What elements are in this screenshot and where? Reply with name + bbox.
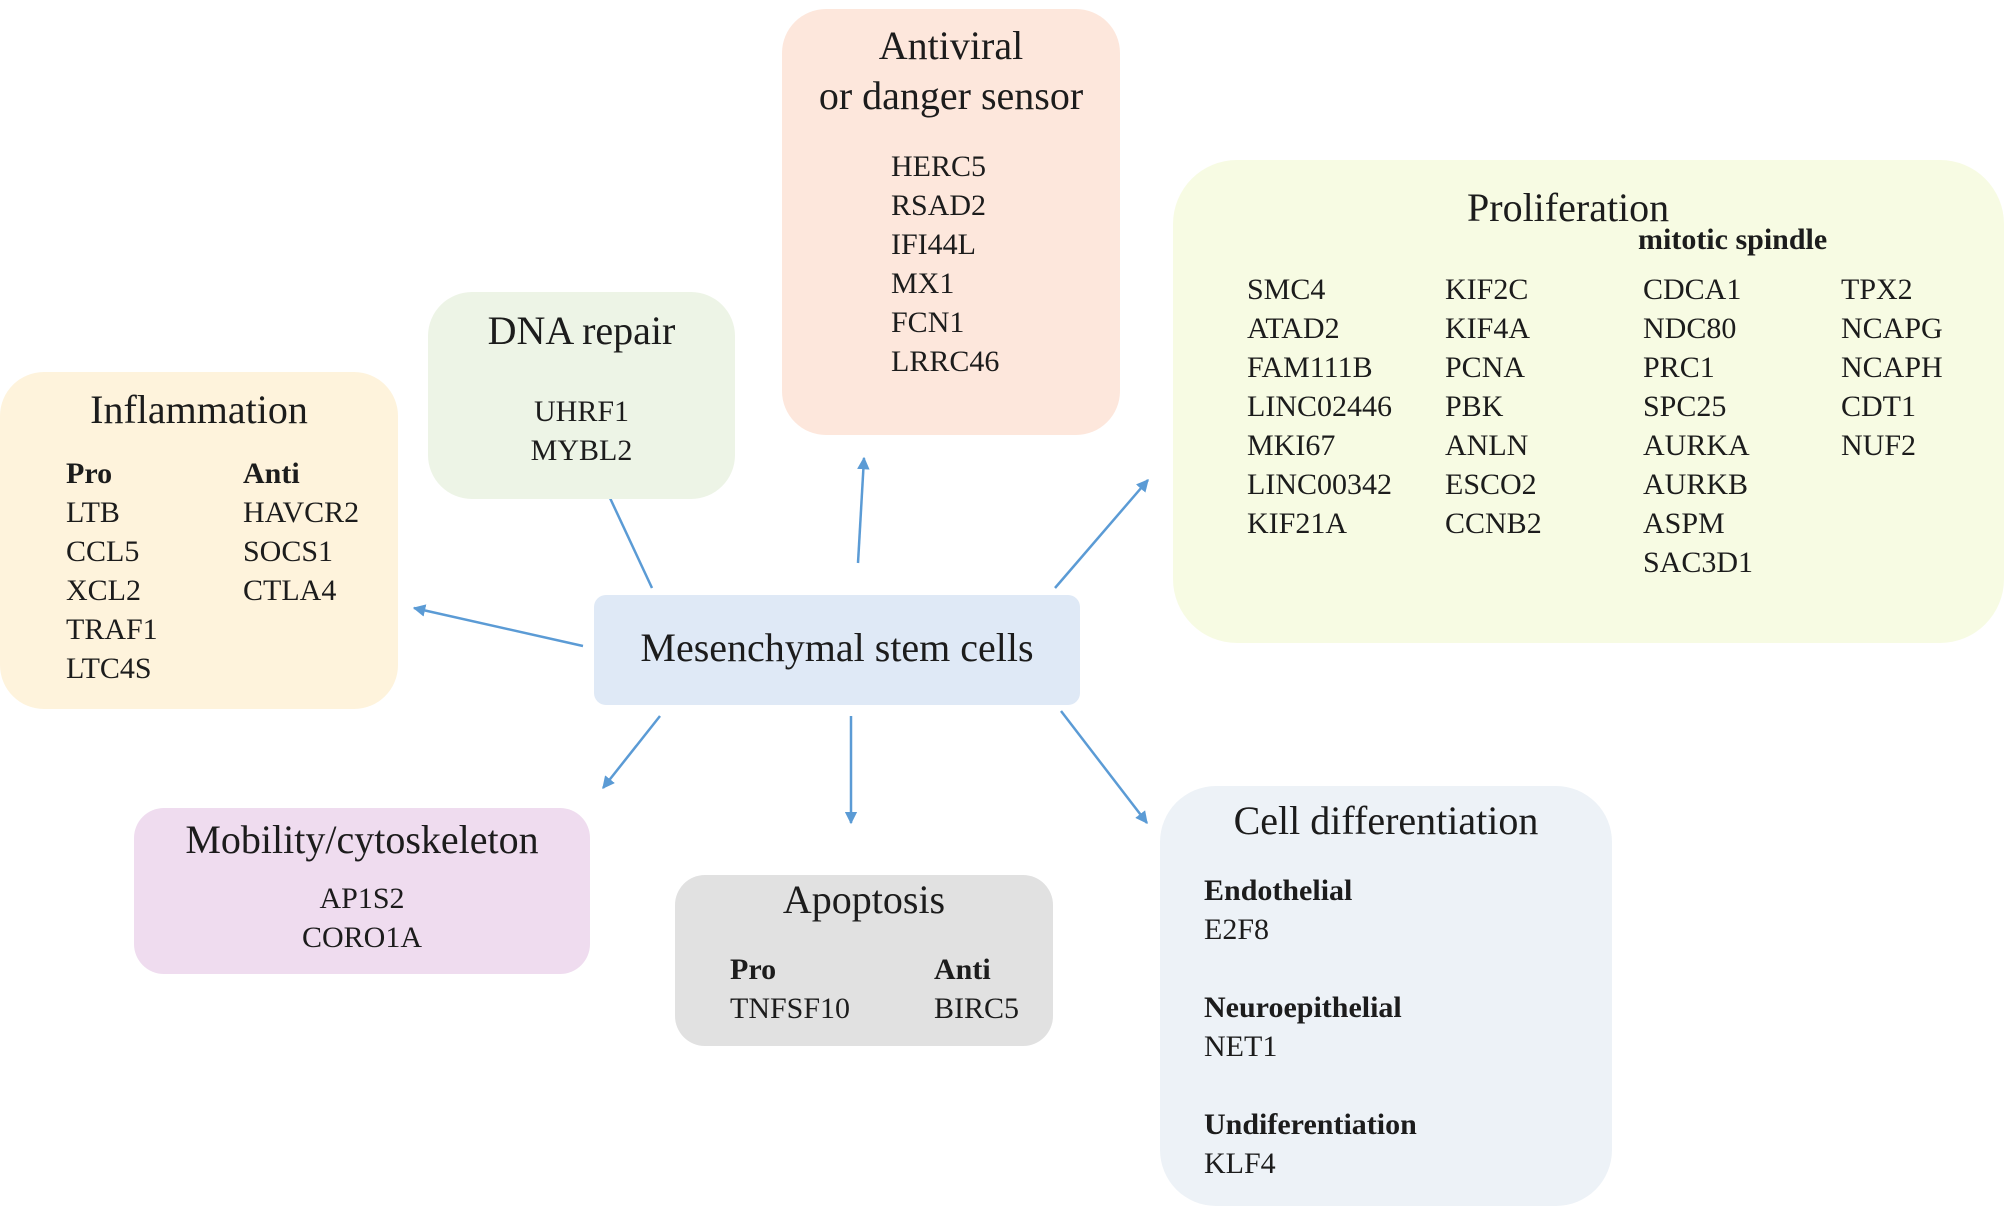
- proliferation-column-1: SMC4 ATAD2 FAM111B LINC02446 MKI67 LINC0…: [1247, 270, 1392, 543]
- gene: LINC00342: [1247, 468, 1392, 501]
- gene: MKI67: [1247, 429, 1336, 462]
- gene: PCNA: [1445, 351, 1526, 384]
- gene: IFI44L: [891, 228, 976, 261]
- gene: HAVCR2: [243, 496, 360, 529]
- arrow-to-inflammation: [412, 604, 584, 648]
- antiviral-box: Antiviral or danger sensor HERC5 RSAD2 I…: [782, 9, 1120, 435]
- differentiation-group-header: Neuroepithelial: [1204, 991, 1402, 1024]
- gene: TRAF1: [66, 613, 158, 646]
- proliferation-column-3: CDCA1 NDC80 PRC1 SPC25 AURKA AURKB ASPM …: [1643, 270, 1753, 582]
- gene: CDCA1: [1643, 273, 1742, 306]
- gene: UHRF1: [533, 395, 630, 428]
- gene: CDT1: [1841, 390, 1916, 423]
- gene: ATAD2: [1247, 312, 1340, 345]
- differentiation-title: Cell differentiation: [1233, 798, 1539, 843]
- gene: RSAD2: [891, 189, 987, 222]
- inflammation-pro-header: Pro: [66, 457, 113, 490]
- gene: LRRC46: [891, 345, 1000, 378]
- gene: ESCO2: [1445, 468, 1537, 501]
- inflammation-box: Inflammation Pro LTB CCL5 XCL2 TRAF1 LTC…: [0, 372, 398, 709]
- mobility-box: Mobility/cytoskeleton AP1S2 CORO1A: [134, 808, 590, 974]
- gene: CTLA4: [243, 574, 337, 607]
- apoptosis-pro-header: Pro: [730, 953, 777, 986]
- gene: NDC80: [1643, 312, 1737, 345]
- gene: SMC4: [1247, 273, 1326, 306]
- proliferation-title: Proliferation: [1467, 185, 1670, 230]
- gene: SOCS1: [243, 535, 334, 568]
- gene: NUF2: [1841, 429, 1917, 462]
- mobility-gene-list: AP1S2 CORO1A: [134, 879, 590, 957]
- proliferation-box: Proliferation mitotic spindle SMC4 ATAD2…: [1173, 160, 2004, 643]
- proliferation-column-4: TPX2 NCAPG NCAPH CDT1 NUF2: [1841, 270, 1943, 465]
- gene: E2F8: [1204, 913, 1270, 946]
- gene: NET1: [1204, 1030, 1278, 1063]
- inflammation-anti-header: Anti: [243, 457, 300, 490]
- apoptosis-pro-column: Pro TNFSF10: [730, 950, 850, 1028]
- apoptosis-anti-header: Anti: [934, 953, 991, 986]
- gene: SAC3D1: [1643, 546, 1754, 579]
- inflammation-title: Inflammation: [90, 387, 308, 432]
- gene: CCL5: [66, 535, 140, 568]
- gene: KIF21A: [1247, 507, 1348, 540]
- differentiation-group-header: Undiferentiation: [1204, 1108, 1417, 1141]
- gene: NCAPH: [1841, 351, 1943, 384]
- differentiation-group-header: Endothelial: [1204, 874, 1353, 907]
- gene: TPX2: [1841, 273, 1913, 306]
- dna-repair-box: DNA repair UHRF1 MYBL2: [428, 292, 735, 499]
- arrow-to-differentiation: [1060, 710, 1148, 824]
- antiviral-gene-list: HERC5 RSAD2 IFI44L MX1 FCN1 LRRC46: [891, 147, 999, 381]
- apoptosis-anti-column: Anti BIRC5: [934, 950, 1019, 1028]
- gene: BIRC5: [934, 992, 1020, 1025]
- apoptosis-box: Apoptosis Pro TNFSF10 Anti BIRC5: [675, 875, 1053, 1046]
- differentiation-box: Cell differentiation Endothelial E2F8 Ne…: [1160, 786, 1612, 1206]
- gene: ASPM: [1643, 507, 1725, 540]
- gene: ANLN: [1445, 429, 1529, 462]
- antiviral-title-line1: Antiviral: [878, 23, 1024, 68]
- arrow-to-antiviral: [856, 456, 870, 564]
- gene: TNFSF10: [730, 992, 851, 1025]
- gene: KIF4A: [1445, 312, 1531, 345]
- gene: NCAPG: [1841, 312, 1943, 345]
- gene: LTC4S: [66, 652, 152, 685]
- mitotic-spindle-header: mitotic spindle: [1638, 223, 1828, 256]
- gene: SPC25: [1643, 390, 1727, 423]
- gene: MYBL2: [530, 434, 633, 467]
- center-label: Mesenchymal stem cells: [640, 625, 1034, 670]
- gene: FCN1: [891, 306, 965, 339]
- gene: KIF2C: [1445, 273, 1529, 306]
- dna-repair-title: DNA repair: [487, 308, 676, 353]
- gene: LTB: [66, 496, 120, 529]
- inflammation-anti-column: Anti HAVCR2 SOCS1 CTLA4: [243, 454, 359, 610]
- antiviral-title-line2: or danger sensor: [818, 73, 1084, 118]
- gene: MX1: [891, 267, 955, 300]
- arrow-to-mobility: [602, 715, 661, 789]
- gene: PBK: [1445, 390, 1504, 423]
- gene: LINC02446: [1247, 390, 1392, 423]
- gene: AURKB: [1643, 468, 1749, 501]
- gene: HERC5: [891, 150, 987, 183]
- center-box: Mesenchymal stem cells: [594, 595, 1080, 705]
- gene: XCL2: [66, 574, 141, 607]
- differentiation-group-undiferentiation: Undiferentiation KLF4: [1204, 1105, 1417, 1183]
- differentiation-group-neuroepithelial: Neuroepithelial NET1: [1204, 988, 1402, 1066]
- gene: AP1S2: [319, 882, 405, 915]
- dna-repair-gene-list: UHRF1 MYBL2: [428, 392, 735, 470]
- mobility-title: Mobility/cytoskeleton: [185, 817, 539, 862]
- gene: FAM111B: [1247, 351, 1373, 384]
- gene: PRC1: [1643, 351, 1715, 384]
- gene: AURKA: [1643, 429, 1750, 462]
- inflammation-pro-column: Pro LTB CCL5 XCL2 TRAF1 LTC4S: [66, 454, 158, 688]
- gene: KLF4: [1204, 1147, 1276, 1180]
- gene: CORO1A: [301, 921, 422, 954]
- proliferation-column-2: KIF2C KIF4A PCNA PBK ANLN ESCO2 CCNB2: [1445, 270, 1542, 543]
- gene: CCNB2: [1445, 507, 1542, 540]
- arrow-to-proliferation: [1054, 479, 1149, 589]
- differentiation-group-endothelial: Endothelial E2F8: [1204, 871, 1352, 949]
- apoptosis-title: Apoptosis: [782, 877, 946, 922]
